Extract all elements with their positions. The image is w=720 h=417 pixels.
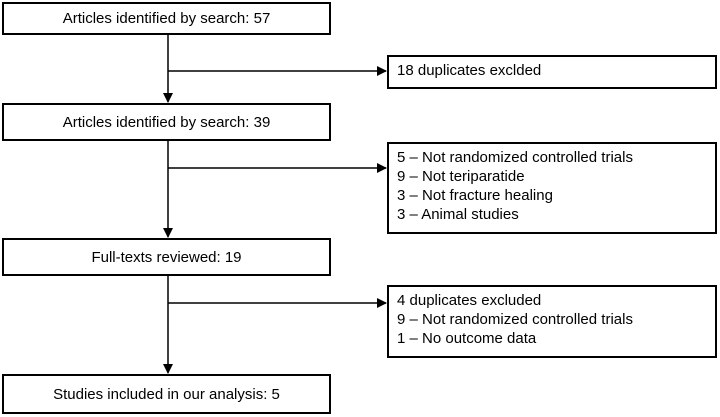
exclusion-line: 18 duplicates exclded <box>397 62 542 79</box>
box-articles-identified-39-text: Articles identified by search: 39 <box>62 113 271 131</box>
exclusion-line: 9 – Not randomized controlled trials <box>397 311 633 328</box>
exclusion-line: 3 – Animal studies <box>397 206 519 223</box>
box-full-texts-reviewed: Full-texts reviewed: 19 <box>2 238 331 276</box>
exclusion-line: 5 – Not randomized controlled trials <box>397 149 633 166</box>
exclusion-box-full-text: 4 duplicates excluded 9 – Not randomized… <box>387 285 717 358</box>
exclusion-line: 4 duplicates excluded <box>397 292 542 309</box>
exclusion-box-duplicates: 18 duplicates exclded <box>387 55 717 89</box>
exclusion-line: 3 – Not fracture healing <box>397 187 553 204</box>
box-full-texts-reviewed-text: Full-texts reviewed: 19 <box>91 248 242 266</box>
exclusion-line: 1 – No outcome data <box>397 330 537 347</box>
box-articles-identified-57: Articles identified by search: 57 <box>2 2 331 35</box>
box-studies-included-text: Studies included in our analysis: 5 <box>53 385 280 403</box>
box-studies-included: Studies included in our analysis: 5 <box>2 374 331 414</box>
box-articles-identified-57-text: Articles identified by search: 57 <box>62 10 271 27</box>
exclusion-box-screening: 5 – Not randomized controlled trials 9 –… <box>387 142 717 234</box>
exclusion-line: 9 – Not teriparatide <box>397 168 525 185</box>
box-articles-identified-39: Articles identified by search: 39 <box>2 103 331 141</box>
